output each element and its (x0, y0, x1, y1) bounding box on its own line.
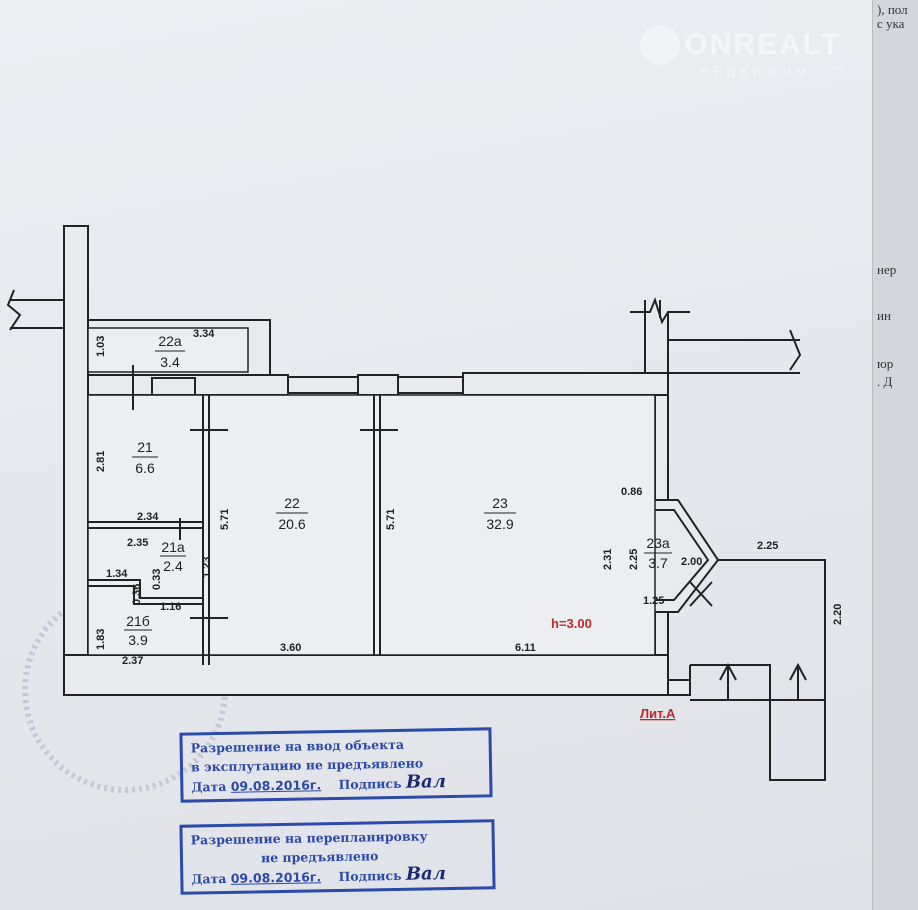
watermark-subtitle: НЕДВИЖИМОСТ (700, 65, 852, 79)
watermark-logo: ONREALT НЕДВИЖИМОСТ (640, 25, 846, 79)
signature: Вал (405, 771, 447, 793)
dimension: 2.37 (122, 655, 143, 667)
svg-text:21а: 21а (161, 539, 185, 555)
stamp-sign-label: Подпись (338, 775, 402, 792)
left-wall (63, 225, 89, 696)
window (287, 376, 359, 394)
stamp-sign-label: Подпись (338, 867, 402, 884)
svg-text:21б: 21б (126, 613, 150, 629)
stamp-replanning: Разрешение на перепланировку не предъявл… (179, 819, 496, 895)
dimension: 1.34 (106, 568, 128, 580)
house-pin-icon (640, 25, 680, 65)
dimension: 0.86 (621, 486, 642, 498)
svg-text:21: 21 (137, 439, 153, 455)
dimension: 2.81 (95, 451, 107, 472)
side-text: ин (877, 308, 891, 323)
dimension: 3.60 (280, 642, 301, 654)
side-text: . Д (877, 374, 893, 389)
porch (689, 559, 826, 781)
window (397, 376, 464, 394)
svg-text:3.7: 3.7 (648, 555, 668, 571)
watermark-brand: ONREALT (684, 28, 842, 61)
stamp-date: 09.08.2016г. (230, 777, 322, 794)
wall-break-right (630, 297, 802, 374)
stamp-date-label: Дата (191, 870, 227, 887)
room-label-22: 22 20.6 (276, 495, 308, 532)
svg-text:3.4: 3.4 (160, 354, 180, 370)
dimension: 1.25 (643, 595, 664, 607)
svg-text:22: 22 (284, 495, 300, 511)
door-marks (132, 365, 398, 619)
svg-text:3.9: 3.9 (128, 632, 148, 648)
svg-text:6.6: 6.6 (135, 460, 155, 476)
side-text: нер (877, 262, 897, 277)
window (151, 377, 196, 396)
dimension: 3.34 (193, 328, 215, 340)
signature: Вал (405, 863, 447, 885)
dimension: 2.25 (628, 549, 640, 570)
svg-text:2.4: 2.4 (163, 558, 183, 574)
side-text: ), пол (877, 2, 908, 17)
svg-text:22а: 22а (158, 333, 182, 349)
dimension: 1.23 (201, 557, 213, 578)
room-label-21: 216.6 (132, 439, 158, 476)
dimension: 2.20 (832, 604, 844, 625)
svg-text:23: 23 (492, 495, 508, 511)
svg-text:32.9: 32.9 (486, 516, 513, 532)
dimension: 6.11 (515, 642, 536, 654)
stamp-commissioning: Разрешение на ввод объекта в эксплутацию… (179, 727, 493, 803)
stamp-date: 09.08.2016г. (230, 869, 322, 886)
dimension: 0.33 (151, 569, 163, 590)
dimension: 5.71 (219, 509, 231, 530)
dimension: 2.00 (681, 556, 702, 568)
ceiling-height: h=3.00 (551, 616, 592, 631)
dimension: 0.36 (131, 584, 143, 605)
room-label-23: 23 32.9 (484, 495, 516, 532)
partitions (88, 395, 381, 665)
wall-break-left (6, 289, 64, 331)
interior (87, 394, 656, 656)
svg-text:23а: 23а (646, 535, 670, 551)
dimension: 2.34 (137, 511, 159, 523)
dimension: 1.83 (95, 629, 107, 650)
svg-text:20.6: 20.6 (278, 516, 305, 532)
pillar (357, 374, 399, 396)
side-text: юр (877, 356, 894, 371)
dimension: 2.25 (757, 540, 778, 552)
top-wall-right (462, 372, 669, 396)
dimension: 1.03 (95, 336, 107, 357)
stamp-date-label: Дата (191, 778, 227, 795)
dimension: 2.35 (127, 537, 148, 549)
bottom-wall (63, 654, 669, 696)
dimension: 2.31 (602, 549, 614, 570)
side-text: с ука (877, 16, 905, 31)
dimension: 1.16 (160, 601, 181, 613)
adjacent-page: ), пол с ука нер ин юр . Д (872, 0, 918, 910)
room-22a (87, 327, 249, 373)
building-letter: Лит.А (640, 706, 676, 721)
right-wall-upper (654, 394, 669, 501)
dimension: 5.71 (385, 509, 397, 530)
